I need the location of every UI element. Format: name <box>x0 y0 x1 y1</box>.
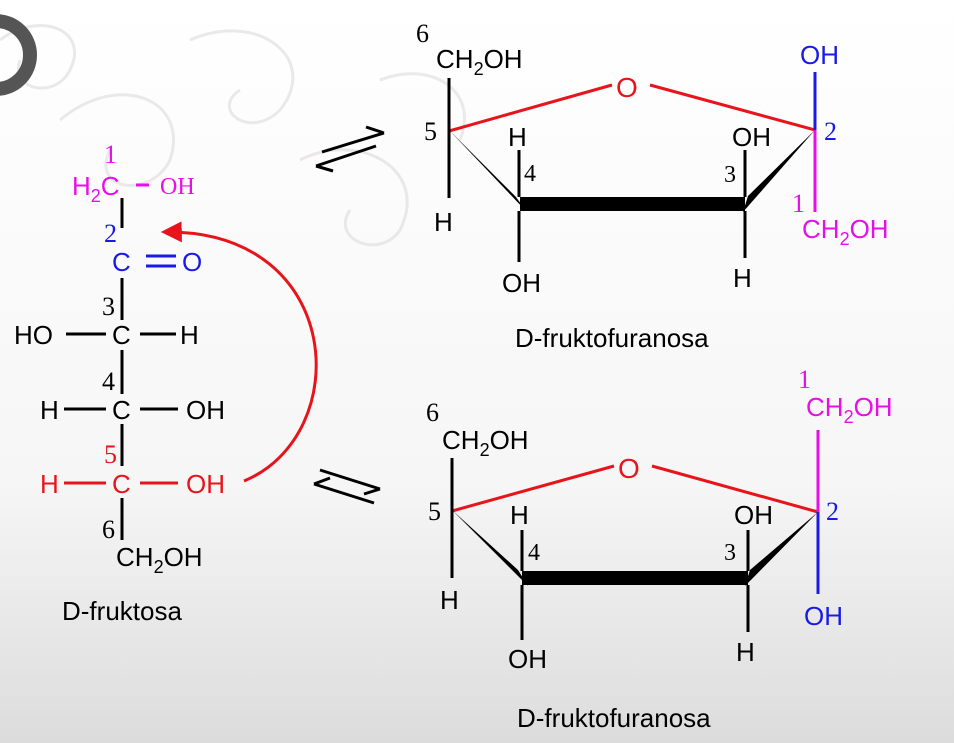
c5-c4-wedge <box>452 510 528 586</box>
c1-ch2-group: H2C <box>72 171 120 206</box>
c6-number: 6 <box>426 398 439 427</box>
c5-number: 5 <box>428 497 441 526</box>
c4-h-label: H <box>40 395 59 425</box>
c2-c3-wedge <box>743 130 815 212</box>
c1-number: 1 <box>104 140 117 169</box>
furanose-bottom: 6 CH2OH O 5 H H 4 OH OH 3 H 2 OH 1 CH2OH… <box>426 365 893 733</box>
o-c2-bond <box>649 83 816 132</box>
c6-number: 6 <box>416 19 429 48</box>
c3-number: 3 <box>724 540 736 566</box>
c2-c3-wedge <box>745 512 818 586</box>
ring-oxygen: O <box>616 72 638 103</box>
carbonyl-oxygen: O <box>182 247 202 277</box>
c3-number: 3 <box>102 292 115 321</box>
c6-ch2oh-label: CH2OH <box>116 542 203 577</box>
c4-h-label: H <box>510 500 529 530</box>
furanose-top: 6 CH2OH O 5 H H 4 OH OH 3 H OH 2 1 CH2OH… <box>416 19 889 353</box>
c5-h-label: H <box>40 469 59 499</box>
furanose-top-name: D-fruktofuranosa <box>515 323 709 353</box>
c6-number: 6 <box>102 515 115 544</box>
equilibrium-arrow-bottom <box>313 468 381 505</box>
ring-oxygen: O <box>618 453 640 484</box>
c6-ch2oh-label: CH2OH <box>442 425 529 460</box>
c1-oh-label: OH <box>160 174 195 200</box>
c1-number: 1 <box>792 189 805 218</box>
c3-carbon: C <box>112 320 131 350</box>
c5-number: 5 <box>104 440 117 469</box>
c2-oh-label: OH <box>804 601 843 631</box>
c5-o-bond <box>448 83 613 133</box>
c3-h-label: H <box>736 637 755 667</box>
c3-h-label: H <box>733 263 752 293</box>
c2-carbon: C <box>112 247 131 277</box>
corner-ring-decoration <box>0 14 37 96</box>
c1-number: 1 <box>798 365 811 394</box>
c5-o-bond <box>451 464 615 513</box>
fructose-name: D-fruktosa <box>62 596 182 626</box>
c5-number: 5 <box>424 117 437 146</box>
equilibrium-arrow-top <box>315 125 385 173</box>
c5-carbon: C <box>112 469 131 499</box>
c3-oh-label: OH <box>734 500 773 530</box>
c6-ch2oh-label: CH2OH <box>436 44 523 79</box>
o-c2-bond <box>651 464 819 514</box>
c2-number: 2 <box>104 219 117 248</box>
c5-h-label: H <box>434 207 453 237</box>
c5-c4-wedge <box>449 130 526 211</box>
c2-number: 2 <box>824 117 837 146</box>
cyclization-arrow <box>160 221 318 483</box>
c3-number: 3 <box>724 162 736 188</box>
c4-number: 4 <box>528 540 540 566</box>
c3-ho-label: HO <box>14 320 53 350</box>
c2-oh-label: OH <box>800 40 839 70</box>
c3-oh-label: OH <box>732 122 771 152</box>
c4-carbon: C <box>112 395 131 425</box>
c5-h-label: H <box>440 585 459 615</box>
c1-ch2oh-label: CH2OH <box>802 214 889 249</box>
c4-number: 4 <box>524 161 536 187</box>
c1-ch2oh-label: CH2OH <box>806 392 893 427</box>
c4-h-label: H <box>508 122 527 152</box>
c3-h-label: H <box>180 320 199 350</box>
c4-oh-label: OH <box>508 644 547 674</box>
furanose-bottom-name: D-fruktofuranosa <box>517 703 711 733</box>
c4-oh-label: OH <box>186 395 225 425</box>
c4-number: 4 <box>102 367 115 396</box>
fructose-open-chain: 1 H2C OH 2 C O 3 HO C H 4 H C OH 5 H C O… <box>14 140 225 626</box>
c2-number: 2 <box>826 497 839 526</box>
c4-oh-label: OH <box>502 268 541 298</box>
c5-oh-label: OH <box>186 469 225 499</box>
